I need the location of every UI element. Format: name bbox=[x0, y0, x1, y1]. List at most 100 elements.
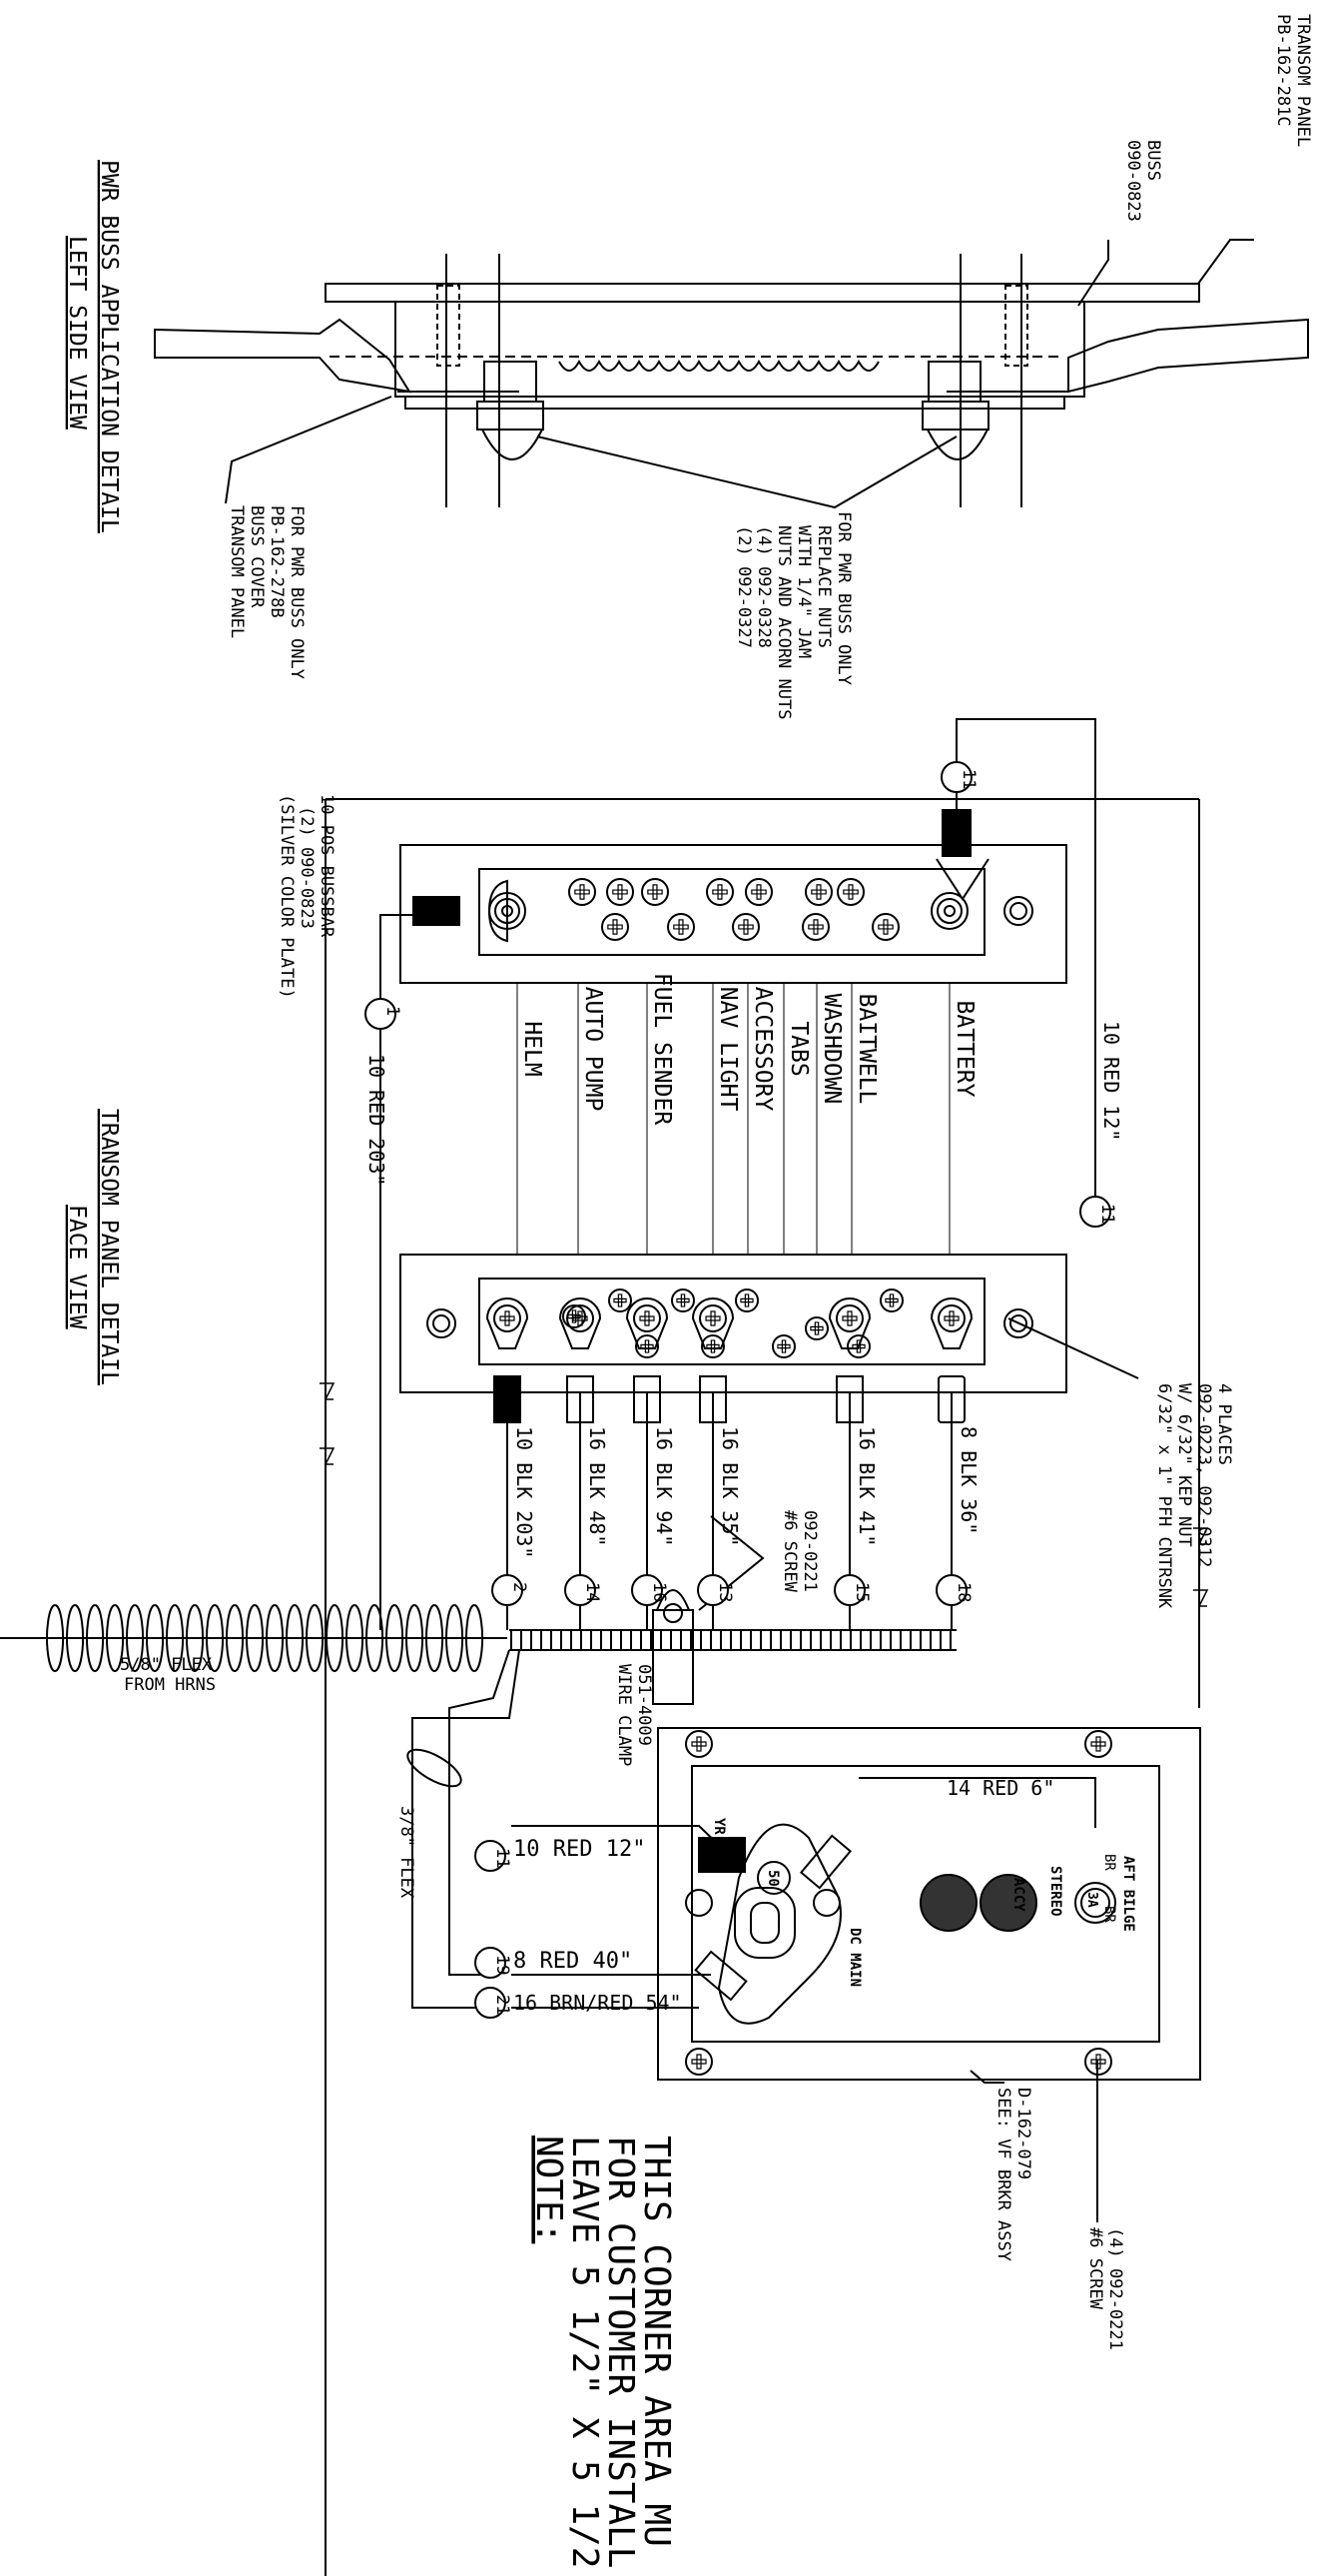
screw-6-line1: #6 SCREW bbox=[780, 1510, 800, 1593]
replace-nuts-line6: (2) 092-0327 bbox=[734, 525, 754, 648]
yr-label: YR bbox=[711, 1818, 727, 1835]
wire-marker-number: 21 bbox=[492, 1995, 512, 2015]
black-heat-shrink bbox=[493, 1375, 521, 1423]
panel-screw bbox=[1084, 1730, 1112, 1758]
wire-marker-number: 13 bbox=[715, 1582, 735, 1602]
replace-nuts-line5: (4) 092-0328 bbox=[754, 525, 774, 648]
bussbar-screw bbox=[732, 913, 760, 941]
dc-main-terminal bbox=[757, 1861, 791, 1895]
heat-shrink bbox=[694, 1950, 748, 2002]
fuse-3a bbox=[1074, 1882, 1116, 1924]
wire-marker bbox=[474, 1840, 506, 1872]
wire-marker bbox=[564, 1574, 596, 1606]
heat-shrink bbox=[699, 1375, 727, 1423]
br-left-label: BR bbox=[1101, 1854, 1117, 1871]
wire-14-red-label: 14 RED 6" bbox=[947, 1776, 1054, 1800]
screws-note-line4: 4 PLACES bbox=[1214, 1383, 1234, 1465]
bussbar-line2: (2) 090-0823 bbox=[297, 806, 317, 929]
bussbar-screw bbox=[880, 1288, 904, 1312]
wire-clamp bbox=[652, 1589, 694, 1705]
bussbar-screw bbox=[735, 1288, 759, 1312]
bussbar-screw bbox=[641, 878, 669, 906]
left-stud bbox=[436, 254, 544, 507]
wire-marker-number: 18 bbox=[954, 1582, 974, 1602]
wire-marker bbox=[697, 1574, 729, 1606]
wire-10-red-12-label: 10 RED 12" bbox=[513, 1837, 645, 1862]
mount-hole bbox=[1003, 1308, 1033, 1338]
wire-marker-number: 11 bbox=[1097, 1204, 1117, 1224]
heat-shrink bbox=[836, 1375, 864, 1423]
wire-marker bbox=[631, 1574, 663, 1606]
bussbar-screw bbox=[706, 878, 734, 906]
heat-shrink bbox=[799, 1834, 853, 1890]
wire-16-brn-label: 16 BRN/RED 54" bbox=[513, 1991, 682, 2015]
screw-6-line2: 092-0221 bbox=[800, 1510, 820, 1592]
br-right-label: BR bbox=[1101, 1906, 1117, 1923]
bussbar-screw bbox=[805, 1316, 829, 1340]
breaker-panel-inner bbox=[691, 1765, 1160, 2043]
circuit-label: BATTERY bbox=[952, 1001, 978, 1098]
transom-panel-top-line2: PB-162-281C bbox=[1273, 14, 1293, 127]
ring-lug bbox=[625, 1297, 669, 1349]
bussbar-screw bbox=[772, 1334, 796, 1358]
replace-nuts-line1: FOR PWR BUSS ONLY bbox=[834, 511, 854, 685]
leader-transom-panel bbox=[1197, 239, 1254, 285]
leader-buss-cover bbox=[225, 396, 392, 504]
right-cable bbox=[1067, 318, 1309, 394]
wire-marker-number: 11 bbox=[492, 1848, 512, 1868]
face-view-subtitle: FACE VIEW bbox=[64, 1205, 90, 1329]
wire-marker bbox=[474, 1947, 506, 1979]
wire-marker-number: 15 bbox=[852, 1582, 872, 1602]
circuit-label: BAITWELL bbox=[854, 994, 880, 1105]
wire-8-red-40-label: 8 RED 40" bbox=[513, 1949, 632, 1974]
buss-line2: 090-0823 bbox=[1123, 140, 1143, 222]
buss-cover-line1: TRANSOM PANEL bbox=[227, 505, 247, 638]
heat-shrink bbox=[938, 1375, 966, 1423]
wire-label: 10 BLK 203" bbox=[512, 1426, 536, 1558]
accy-breaker-button bbox=[920, 1874, 978, 1932]
side-view-subtitle: LEFT SIDE VIEW bbox=[64, 236, 90, 429]
bussbar-line3: (SILVER COLOR PLATE) bbox=[277, 794, 297, 999]
bottom-bussbar-plate bbox=[399, 1254, 1067, 1393]
leader-buss bbox=[1077, 240, 1109, 307]
buss-line1: BUSS bbox=[1143, 140, 1163, 181]
ring-lug bbox=[828, 1297, 872, 1349]
wire-marker bbox=[1079, 1196, 1111, 1228]
black-heat-shrink bbox=[942, 809, 972, 857]
heat-shrink bbox=[633, 1375, 661, 1423]
see-note-line2: D-162-079 bbox=[1013, 2088, 1033, 2179]
panel-screw bbox=[1084, 2048, 1112, 2076]
bussbar-screw bbox=[872, 913, 900, 941]
leader-see-note bbox=[970, 2070, 1004, 2084]
wire-marker bbox=[491, 1574, 523, 1606]
replace-nuts-line2: REPLACE NUTS bbox=[814, 525, 834, 648]
accy-label: ACCY bbox=[1010, 1878, 1026, 1912]
note-heading: NOTE: bbox=[528, 2136, 569, 2243]
bussbar-screw bbox=[667, 913, 695, 941]
stereo-label: STEREO bbox=[1047, 1866, 1063, 1917]
aft-bilge-label: AFT BILGE bbox=[1120, 1856, 1136, 1932]
side-view-title: PWR BUSS APPLICATION DETAIL bbox=[96, 160, 122, 533]
wire-marker-number: 11 bbox=[959, 769, 979, 789]
mount-hole bbox=[1003, 896, 1033, 926]
bussbar-stud-terminal bbox=[931, 892, 969, 930]
bussbar-screw bbox=[805, 878, 833, 906]
screws-note-line1: 6/32" x 1" PFH CNTRSNK bbox=[1154, 1383, 1174, 1609]
ring-lug bbox=[930, 1297, 974, 1349]
wire-marker-number: 16 bbox=[649, 1582, 669, 1602]
wire-bundle bbox=[509, 1629, 957, 1651]
bussbar-screw bbox=[606, 878, 634, 906]
dc-main-breaker bbox=[717, 1823, 842, 2025]
side-view bbox=[154, 239, 1309, 509]
wire-label: 16 BLK 94" bbox=[652, 1426, 676, 1546]
bussbar-screw bbox=[847, 1334, 871, 1358]
face-view-title: TRANSOM PANEL DETAIL bbox=[96, 1109, 122, 1385]
transom-panel-top-line1: TRANSOM PANEL bbox=[1293, 14, 1313, 147]
see-note-line1: SEE: VF BRKR ASSY bbox=[993, 2088, 1013, 2261]
bussbar-screw bbox=[635, 1334, 659, 1358]
wire-clamp-line1: WIRE CLAMP bbox=[614, 1664, 634, 1766]
wire-label: 16 BLK 48" bbox=[585, 1426, 609, 1546]
note-line2: FOR CUSTOMER INSTALL bbox=[600, 2136, 641, 2568]
